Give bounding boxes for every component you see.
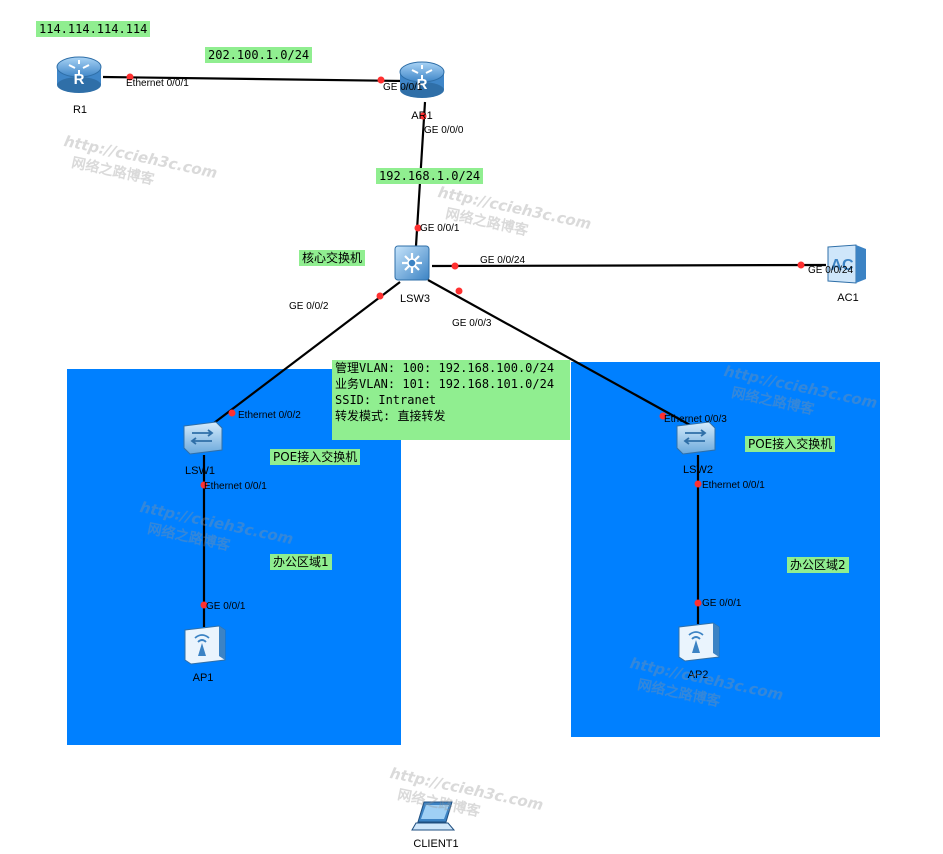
ap-icon — [184, 625, 226, 665]
port-label-ar1-ge001: GE 0/0/1 — [383, 82, 423, 93]
ac1-name: AC1 — [837, 292, 859, 304]
lan-network-label: 192.168.1.0/24 — [376, 168, 484, 184]
port-label-ar1-ge000: GE 0/0/0 — [424, 125, 464, 136]
port-label-lsw3-ge002: GE 0/0/2 — [289, 301, 329, 312]
laptop-icon — [411, 801, 456, 831]
port-dot — [694, 599, 702, 607]
svg-text:AC: AC — [830, 257, 854, 274]
router-icon: R — [399, 61, 445, 98]
switch-icon — [183, 421, 223, 455]
office-zone-2-label: 办公区域2 — [787, 557, 849, 573]
port-label-ac1-ge0024: GE 0/0/24 — [808, 265, 854, 276]
port-label-lsw2-eth003: Ethernet 0/0/3 — [664, 414, 727, 425]
link-r1-ar1 — [102, 75, 406, 83]
client-client1[interactable] — [410, 800, 458, 834]
port-dot — [419, 112, 427, 120]
switch-lsw3[interactable] — [393, 244, 431, 282]
office-zone-2-area — [571, 362, 880, 737]
link-lsw3-lsw1 — [209, 281, 401, 427]
port-label-lsw3-ge001: GE 0/0/1 — [420, 223, 460, 234]
port-dot — [455, 287, 463, 295]
core-switch-icon — [394, 245, 430, 281]
lsw3-name: LSW3 — [400, 293, 430, 305]
wan-network-label: 202.100.1.0/24 — [205, 47, 313, 63]
r1-ip-label: 114.114.114.114 — [36, 21, 151, 37]
port-label-ap1-ge001: GE 0/0/1 — [206, 601, 246, 612]
ap-ap2[interactable] — [675, 621, 721, 663]
lsw1-name: LSW1 — [185, 465, 215, 477]
port-dot — [228, 409, 236, 417]
poe-switch-2-label: POE接入交换机 — [745, 436, 836, 452]
port-dot — [451, 262, 459, 270]
ar1-name: AR1 — [411, 110, 433, 122]
port-label-lsw2-eth001: Ethernet 0/0/1 — [702, 480, 765, 491]
ac-icon: AC — [827, 244, 866, 284]
svg-text:R: R — [417, 76, 428, 93]
port-dot — [659, 412, 667, 420]
r1-name: R1 — [72, 104, 88, 116]
link-lsw3-ac1 — [431, 263, 827, 268]
switch-lsw1[interactable] — [180, 418, 224, 456]
link-lsw3-lsw2 — [427, 279, 691, 426]
client1-name: CLIENT1 — [413, 838, 459, 850]
switch-lsw2[interactable] — [673, 418, 717, 456]
port-dot — [200, 481, 208, 489]
lsw2-name: LSW2 — [683, 464, 713, 476]
ap-ap1[interactable] — [181, 624, 227, 666]
port-label-lsw1-eth002: Ethernet 0/0/2 — [238, 410, 301, 421]
port-label-lsw1-eth001: Ethernet 0/0/1 — [204, 481, 267, 492]
ap-icon — [678, 622, 720, 662]
switch-icon — [676, 421, 716, 455]
wlan-info-block: 管理VLAN: 100: 192.168.100.0/24 业务VLAN: 10… — [332, 360, 570, 440]
port-dot — [414, 224, 422, 232]
ap2-name: AP2 — [687, 669, 709, 681]
port-label-r1-eth001: Ethernet 0/0/1 — [126, 78, 189, 89]
router-ar1[interactable]: R — [398, 58, 446, 100]
office-zone-1-label: 办公区域1 — [270, 554, 332, 570]
port-dot — [797, 261, 805, 269]
port-dot — [376, 292, 384, 300]
port-dot — [694, 480, 702, 488]
port-dot — [126, 73, 134, 81]
controller-ac1[interactable]: AC — [824, 243, 868, 285]
core-switch-label: 核心交换机 — [299, 250, 366, 266]
poe-switch-1-label: POE接入交换机 — [270, 449, 361, 465]
svg-text:R: R — [74, 71, 85, 88]
router-icon: R — [56, 56, 102, 93]
port-label-ap2-ge001: GE 0/0/1 — [702, 598, 742, 609]
port-label-lsw3-ge0024: GE 0/0/24 — [480, 255, 526, 266]
port-label-lsw3-ge003: GE 0/0/3 — [452, 318, 492, 329]
ap1-name: AP1 — [192, 672, 214, 684]
port-dot — [200, 601, 208, 609]
port-dot — [377, 76, 385, 84]
router-r1[interactable]: R — [55, 53, 103, 95]
